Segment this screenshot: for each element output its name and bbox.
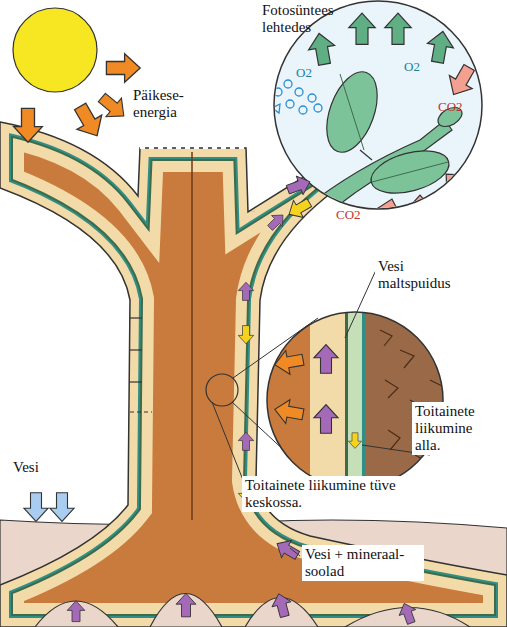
sun-rays	[14, 54, 141, 143]
callout-label: Vesi + mineraal- soolad	[302, 545, 424, 581]
leaf-vein	[372, 162, 448, 182]
gas-label: O2	[296, 64, 312, 81]
leaf-stalk	[360, 150, 372, 160]
gas-label: CO2	[438, 98, 463, 115]
leaf-flow-arrows	[284, 172, 314, 222]
callout-label: Toitainete liikumine tüve keskossa.	[242, 476, 447, 512]
tree-outline	[0, 122, 507, 627]
water-label: Vesi	[10, 458, 42, 477]
leaf-inset	[272, 13, 481, 238]
leader-lines	[212, 270, 430, 556]
gas-label: O2	[404, 58, 420, 75]
gas-label: CO2	[336, 206, 361, 223]
zoom-circle	[267, 312, 443, 488]
inset-title: Fotosüntees lehtedes	[262, 2, 372, 36]
zoom-marker	[206, 374, 238, 406]
trunk-zoom	[260, 310, 455, 490]
bark-layers	[0, 122, 507, 627]
leaf	[366, 143, 453, 200]
energy-label: Päikese- energia	[130, 86, 194, 122]
rain-arrows	[24, 493, 74, 522]
oxygen-arrows	[306, 13, 456, 66]
nutrient-arrow	[348, 433, 361, 449]
callout-label: Vesi maltspuidus	[375, 257, 459, 293]
soil-gaps	[35, 594, 470, 627]
cut-line	[140, 147, 246, 149]
sun	[13, 8, 97, 92]
cambium-line	[0, 122, 507, 627]
oxygen-bubbles	[272, 80, 322, 114]
water-arrows	[314, 345, 338, 434]
phloem-line	[0, 122, 507, 627]
callout-label: Toitainete liikumine alla.	[412, 402, 504, 455]
co2-arrows	[373, 61, 481, 230]
trunk-center-line	[191, 152, 193, 520]
leaf-vein	[340, 74, 364, 150]
trunk-ticks	[130, 318, 152, 412]
leaf	[317, 65, 387, 159]
tree-core	[0, 122, 507, 627]
sapwood	[0, 122, 507, 627]
bark-outer	[0, 122, 507, 627]
